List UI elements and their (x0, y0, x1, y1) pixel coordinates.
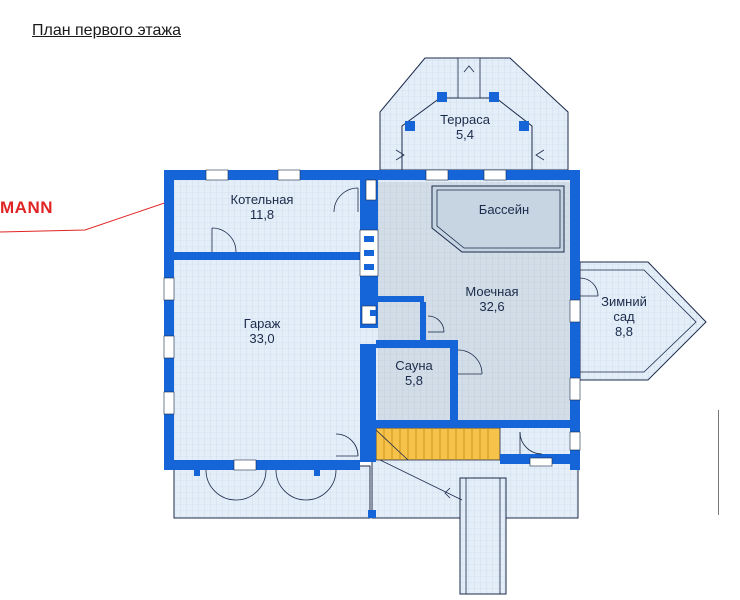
leader-line (0, 195, 186, 233)
doors (211, 187, 599, 457)
garage-area: 33,0 (249, 331, 274, 346)
sauna-area: 5,8 (405, 373, 423, 388)
terrace-label: Терраса (440, 112, 491, 127)
winter-garden-area (579, 261, 707, 381)
page-title: План первого этажа (32, 22, 181, 39)
winter-garden-label-2: сад (613, 309, 635, 324)
washroom-area: 32,6 (479, 299, 504, 314)
terrace-area (379, 57, 569, 171)
boiler-room-area: 11,8 (250, 207, 274, 222)
garage-label: Гараж (244, 316, 281, 331)
brand-tag: MANN (0, 198, 53, 217)
sauna-label: Сауна (395, 358, 433, 373)
winter-garden-label: Зимний (601, 294, 647, 309)
winter-garden-area: 8,8 (615, 324, 633, 339)
porch-area (173, 457, 579, 595)
terrace-area-value: 5,4 (456, 127, 474, 142)
divider-line (718, 410, 719, 515)
pool (431, 185, 565, 253)
windows (163, 169, 581, 471)
pool-inner (436, 189, 561, 249)
pool-label: Бассейн (479, 202, 529, 217)
washroom-label: Моечная (465, 284, 518, 299)
staircase (375, 427, 501, 461)
boiler-room-label: Котельная (231, 192, 294, 207)
